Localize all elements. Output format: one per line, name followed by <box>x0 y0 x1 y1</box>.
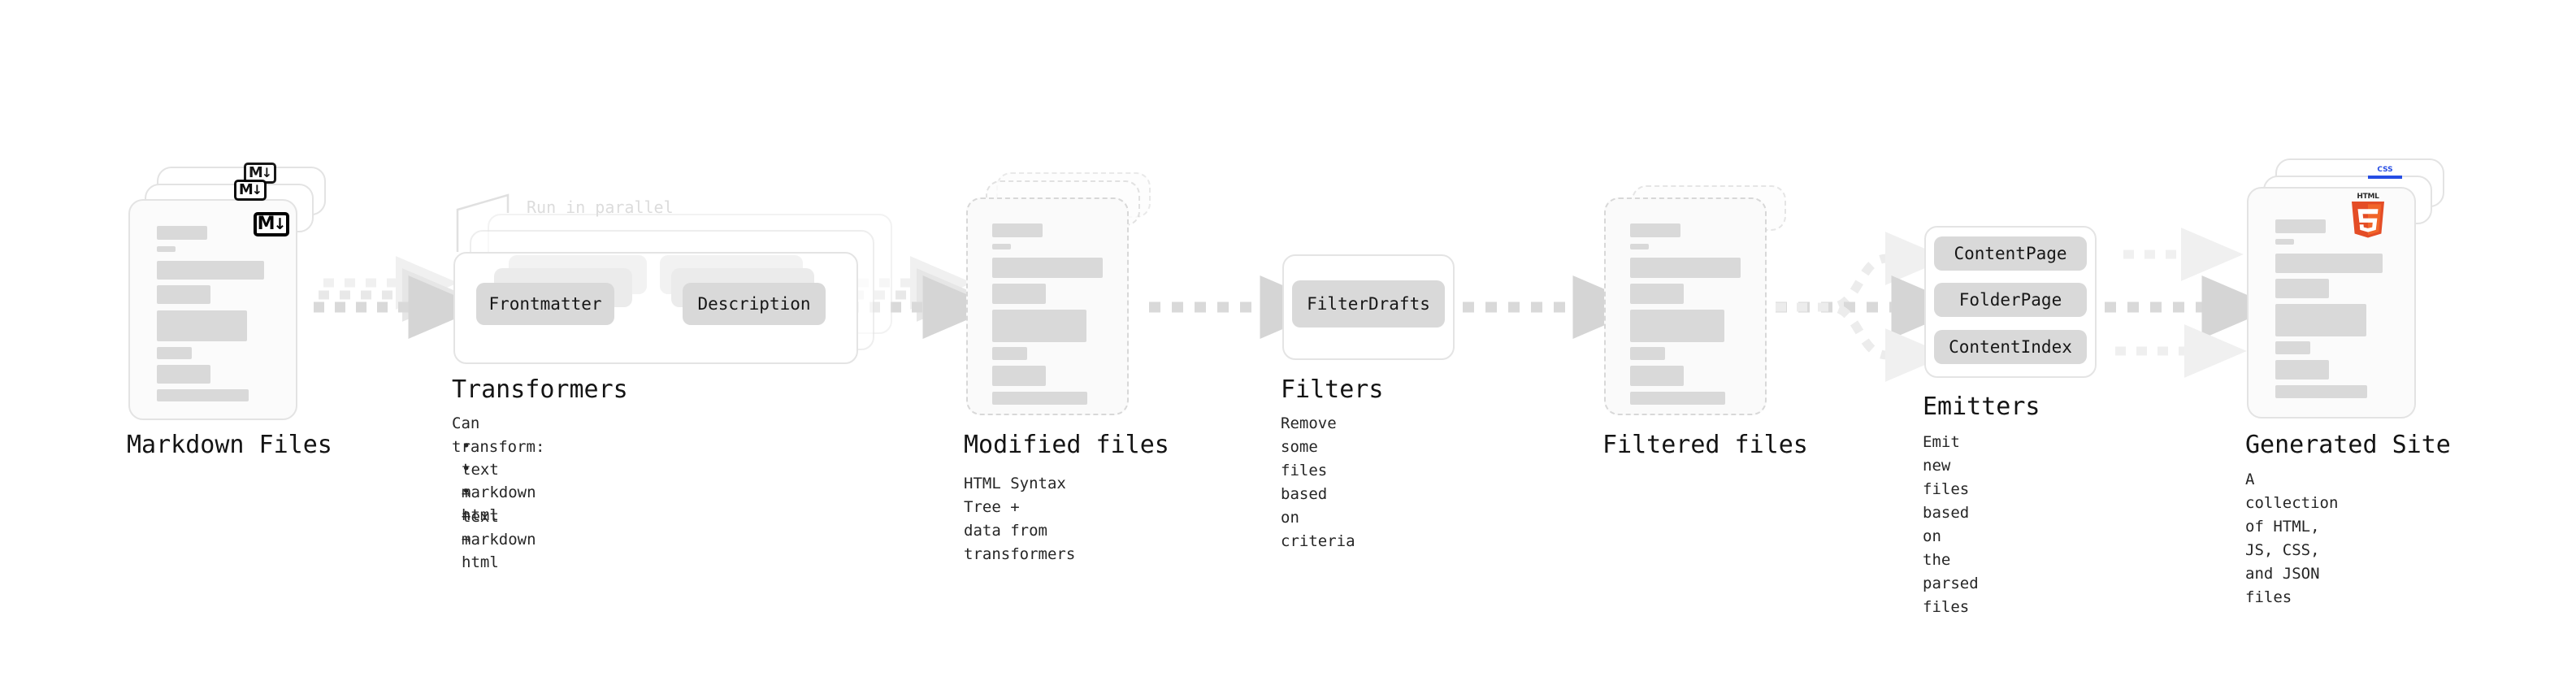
transformers-bullet-0: • text → text <box>462 437 499 526</box>
markdown-icon-letter: M <box>257 214 275 234</box>
transformers-bullet-2: • html → html <box>462 483 499 571</box>
transformers-bullet-1: • markdown → markdown <box>462 460 536 549</box>
stage-title-emitters: Emitters <box>1923 393 2040 421</box>
stage-title-modified-files: Modified files <box>964 431 1169 459</box>
skeleton-bar <box>2275 254 2383 273</box>
run-in-parallel-label: Run in parallel <box>527 197 674 217</box>
chip-contentpage[interactable]: ContentPage <box>1934 236 2087 271</box>
skeleton-bar <box>157 246 176 252</box>
stage-title-transformers: Transformers <box>452 375 628 404</box>
markdown-icon: M↓ <box>254 212 289 236</box>
skeleton-bar <box>1630 284 1684 304</box>
skeleton-bar <box>992 310 1086 342</box>
skeleton-bar <box>1630 244 1649 249</box>
stage-title-filters: Filters <box>1281 375 1384 404</box>
filtered-card-front <box>1604 197 1767 415</box>
run-in-parallel-leader <box>456 193 510 252</box>
markdown-icon-arrow: ↓ <box>273 215 286 233</box>
skeleton-bar <box>992 366 1046 386</box>
skeleton-bar <box>2275 360 2329 380</box>
chip-contentindex[interactable]: ContentIndex <box>1934 330 2087 364</box>
skeleton-bar <box>2275 385 2367 398</box>
skeleton-bar <box>1630 366 1684 386</box>
filters-subtitle: Remove some files based on criteria <box>1281 414 1355 550</box>
chip-frontmatter[interactable]: Frontmatter <box>476 283 614 325</box>
emitters-subtitle: Emit new files based on the parsed files <box>1923 433 1979 616</box>
chip-filterdrafts[interactable]: FilterDrafts <box>1292 280 1445 327</box>
skeleton-bar <box>157 285 210 304</box>
modified-files-subtitle: HTML Syntax Tree + data from transformer… <box>964 475 1076 563</box>
skeleton-bar <box>2275 239 2294 245</box>
skeleton-bar <box>2275 304 2366 336</box>
chip-folderpage[interactable]: FolderPage <box>1934 283 2087 317</box>
stage-title-markdown-files: Markdown Files <box>127 431 332 459</box>
transformers-subtitle: Can transform: <box>452 414 545 456</box>
skeleton-bar <box>2275 279 2329 298</box>
skeleton-bar <box>992 392 1087 405</box>
skeleton-bar <box>157 365 210 384</box>
skeleton-bar <box>2275 341 2310 354</box>
skeleton-bar <box>1630 310 1724 342</box>
skeleton-bar <box>157 310 247 341</box>
skeleton-bar <box>992 244 1011 249</box>
connector-markdown-to-transformers <box>314 256 483 339</box>
skeleton-bar <box>157 226 207 240</box>
skeleton-bar <box>1630 223 1680 237</box>
modified-card-front <box>966 197 1129 415</box>
site-card-front <box>2247 187 2416 419</box>
stage-title-generated-site: Generated Site <box>2245 431 2451 459</box>
connector-filtered-to-emitters <box>1776 232 1966 382</box>
skeleton-bar <box>1630 347 1665 360</box>
html5-icon: HTML <box>2349 193 2387 238</box>
connector-transformers-to-modified <box>827 256 997 339</box>
skeleton-bar <box>992 258 1103 278</box>
skeleton-bar <box>157 347 192 359</box>
connector-emitters-to-site <box>2105 228 2276 378</box>
chip-description[interactable]: Description <box>683 283 826 325</box>
generated-site-subtitle: A collection of HTML, JS, CSS, and JSON … <box>2245 471 2339 606</box>
skeleton-bar <box>1630 258 1741 278</box>
skeleton-bar <box>992 223 1043 237</box>
stage-title-filtered-files: Filtered files <box>1602 431 1808 459</box>
html5-icon-label: HTML <box>2357 193 2379 201</box>
skeleton-bar <box>157 389 249 401</box>
markdown-icon-back-1: M↓ <box>234 180 267 201</box>
skeleton-bar <box>2275 219 2326 233</box>
skeleton-bar <box>1630 392 1725 405</box>
css-icon: CSS <box>2368 165 2402 179</box>
skeleton-bar <box>157 261 264 280</box>
skeleton-bar <box>992 284 1046 304</box>
skeleton-bar <box>992 347 1027 360</box>
